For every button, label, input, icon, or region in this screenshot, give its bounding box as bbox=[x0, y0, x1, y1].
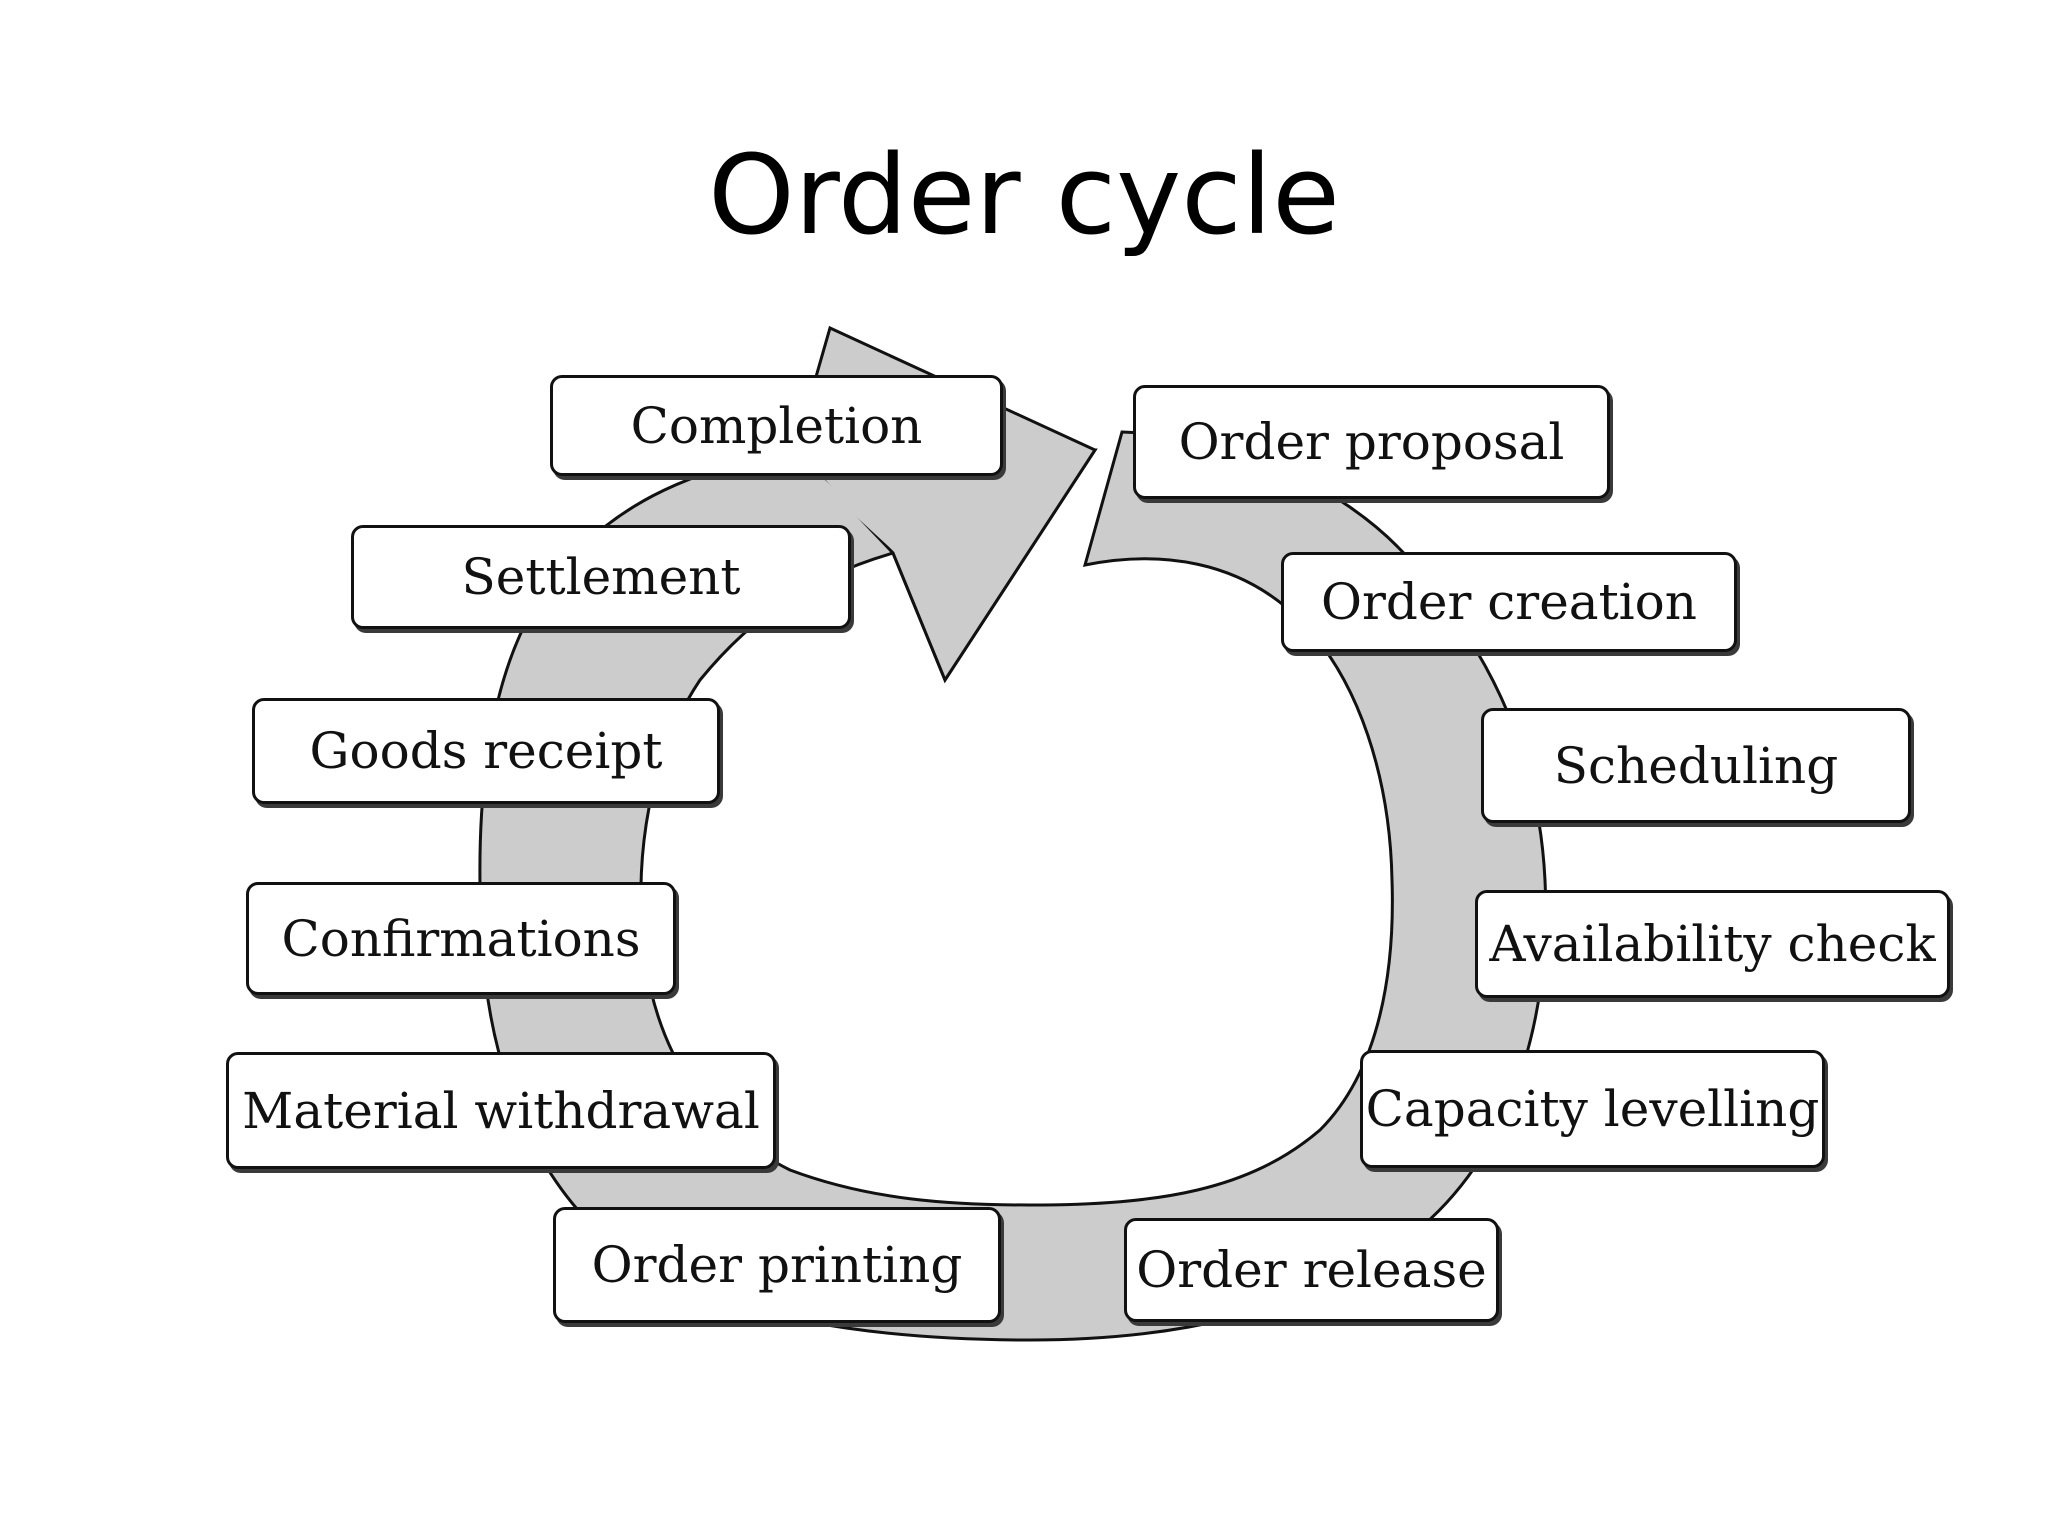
step-order-creation: Order creation bbox=[1281, 552, 1737, 652]
step-order-proposal: Order proposal bbox=[1133, 385, 1610, 499]
step-availability-check: Availability check bbox=[1475, 890, 1950, 998]
step-goods-receipt: Goods receipt bbox=[252, 698, 720, 804]
step-material-withdrawal: Material withdrawal bbox=[226, 1052, 776, 1169]
page-title: Order cycle bbox=[708, 131, 1340, 259]
step-completion: Completion bbox=[550, 375, 1003, 476]
step-confirmations: Confirmations bbox=[246, 882, 676, 995]
step-settlement: Settlement bbox=[351, 525, 851, 629]
step-capacity-levelling: Capacity levelling bbox=[1360, 1050, 1825, 1168]
step-order-release: Order release bbox=[1124, 1218, 1499, 1322]
step-order-printing: Order printing bbox=[553, 1207, 1001, 1323]
step-scheduling: Scheduling bbox=[1481, 708, 1911, 823]
